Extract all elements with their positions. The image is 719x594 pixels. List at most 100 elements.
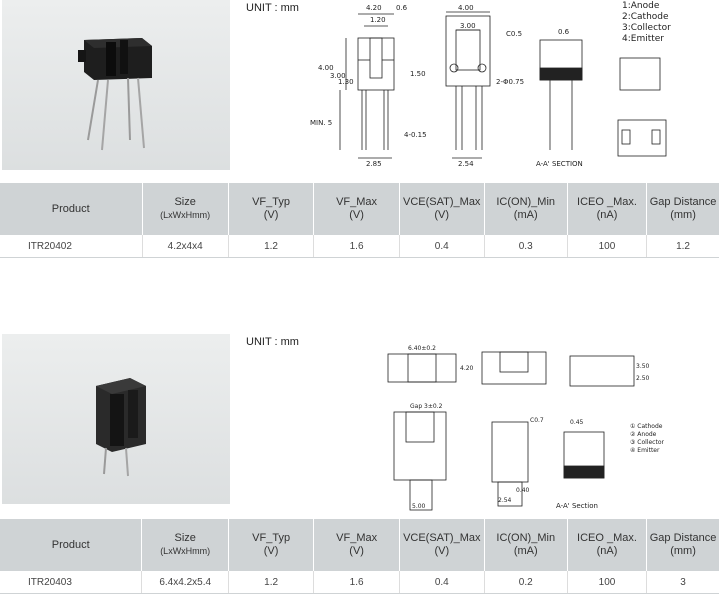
vf-max-unit: (V) <box>349 545 364 557</box>
dimension-drawing: 6.40±0.2 4.20 Gap 3±0.2 C0.7 0.45 5.00 2… <box>387 345 664 511</box>
dim-label: Gap 3±0.2 <box>410 403 443 410</box>
pin-label: ① Cathode <box>630 423 663 430</box>
dim-label: 2.50 <box>636 375 650 382</box>
pin-label: 4:Emitter <box>622 34 664 44</box>
pin-label: ④ Emitter <box>630 447 660 454</box>
cell-ic-min: 0.3 <box>484 235 568 258</box>
col-vf-max: VF_Max(V) <box>313 519 400 571</box>
cell-vf-typ: 1.2 <box>228 235 315 258</box>
dim-label: 2.85 <box>366 160 382 168</box>
ic-min-label: IC(ON)_Min <box>496 196 556 208</box>
vf-typ-unit: (V) <box>263 209 279 221</box>
cell-gap: 1.2 <box>646 235 719 258</box>
product-section-itr20403: UNIT : mm 6.40±0.2 4.20 Gap 3±0.2 C0.7 0… <box>0 334 719 594</box>
vf-max-unit: (V) <box>349 209 364 221</box>
section-label: A-A' SECTION <box>536 160 583 168</box>
dim-label: 5.00 <box>412 503 426 510</box>
vce-max-unit: (V) <box>434 209 450 221</box>
unit-label: UNIT : mm <box>246 336 299 348</box>
dim-label: 4.20 <box>460 365 474 372</box>
ic-min-label: IC(ON)_Min <box>496 532 556 544</box>
gap-unit: (mm) <box>670 209 696 221</box>
dim-label: 3.00 <box>330 72 346 80</box>
cell-vce-max: 0.4 <box>399 235 485 258</box>
vf-max-label: VF_Max <box>336 532 378 544</box>
col-vce-max: VCE(SAT)_Max(V) <box>399 183 485 235</box>
col-ic-min: IC(ON)_Min(mA) <box>484 183 568 235</box>
dim-label: 3.50 <box>636 363 650 370</box>
dim-label: MIN. 5 <box>310 119 332 127</box>
pin-label: 3:Collector <box>622 23 671 33</box>
iceo-max-label: ICEO _Max. <box>577 532 637 544</box>
ic-min-unit: (mA) <box>513 545 538 557</box>
gap-unit: (mm) <box>670 545 696 557</box>
dim-label: 2.54 <box>498 497 512 504</box>
cell-vf-max: 1.6 <box>313 235 400 258</box>
cell-ic-min: 0.2 <box>484 571 568 594</box>
dim-label: 0.45 <box>570 419 584 426</box>
col-vf-typ: VF_Typ(V) <box>228 519 315 571</box>
col-vf-max: VF_Max(V) <box>313 183 400 235</box>
table-row: ITR20402 4.2x4x4 1.2 1.6 0.4 0.3 100 1.2 <box>0 235 719 258</box>
dim-label: 4-0.15 <box>404 131 427 139</box>
dim-label: 1.20 <box>370 16 386 24</box>
dim-label: 2-Φ0.75 <box>496 78 524 86</box>
dim-label: 4.00 <box>458 4 474 12</box>
pin-label: ② Anode <box>630 431 657 438</box>
iceo-max-label: ICEO _Max. <box>577 196 637 208</box>
vf-typ-label: VF_Typ <box>252 196 290 208</box>
cell-iceo-max: 100 <box>567 235 648 258</box>
pin-label: ③ Collector <box>630 439 664 446</box>
col-product: Product <box>0 519 143 571</box>
pin-label: 2:Cathode <box>622 12 669 22</box>
col-vf-typ: VF_Typ(V) <box>228 183 315 235</box>
col-gap: Gap Distance(mm) <box>646 183 719 235</box>
dimension-drawing: 4.20 1.20 0.6 4.00 3.00 C0.5 0.6 4.00 3.… <box>310 1 671 168</box>
col-ic-min: IC(ON)_Min(mA) <box>484 519 568 571</box>
dim-label: 4.20 <box>366 4 382 12</box>
iceo-max-unit: (nA) <box>596 545 618 557</box>
cell-product: ITR20402 <box>0 235 143 258</box>
cell-vf-max: 1.6 <box>313 571 400 594</box>
pin-label: 1:Anode <box>622 1 660 11</box>
table-row: ITR20403 6.4x4.2x5.4 1.2 1.6 0.4 0.2 100… <box>0 571 719 594</box>
col-vce-max: VCE(SAT)_Max(V) <box>399 519 485 571</box>
cell-gap: 3 <box>646 571 719 594</box>
vf-typ-unit: (V) <box>263 545 279 557</box>
vf-max-label: VF_Max <box>336 196 378 208</box>
dim-label: 4.00 <box>318 64 334 72</box>
vce-max-label: VCE(SAT)_Max <box>403 196 481 208</box>
cell-size: 6.4x4.2x5.4 <box>141 571 229 594</box>
gap-label: Gap Distance <box>649 532 717 544</box>
table-header-row: Product Size(LxWxHmm) VF_Typ(V) VF_Max(V… <box>0 183 719 235</box>
cell-vf-typ: 1.2 <box>228 571 315 594</box>
col-gap: Gap Distance(mm) <box>646 519 719 571</box>
size-label: Size <box>174 532 196 544</box>
vce-max-unit: (V) <box>434 545 450 557</box>
spec-table: Product Size(LxWxHmm) VF_Typ(V) VF_Max(V… <box>0 519 719 594</box>
size-label: Size <box>174 196 196 208</box>
dim-label: 3.00 <box>460 22 476 30</box>
vce-max-label: VCE(SAT)_Max <box>403 532 481 544</box>
iceo-max-unit: (nA) <box>596 209 618 221</box>
dim-label: 0.6 <box>396 4 408 12</box>
size-unit: (LxWxHmm) <box>160 210 211 220</box>
size-unit: (LxWxHmm) <box>160 546 211 556</box>
col-product: Product <box>0 183 143 235</box>
dim-label: 0.6 <box>558 28 570 36</box>
dim-label: 0.40 <box>516 487 530 494</box>
spec-table: Product Size(LxWxHmm) VF_Typ(V) VF_Max(V… <box>0 183 719 258</box>
col-size: Size (LxWxHmm) <box>142 183 229 235</box>
section-label: A-A' Section <box>556 502 598 510</box>
product-photo <box>2 334 230 504</box>
unit-label: UNIT : mm <box>246 2 299 14</box>
ic-min-unit: (mA) <box>513 209 538 221</box>
sensor-photo-icon <box>78 38 152 151</box>
dim-label: 1.30 <box>338 78 354 86</box>
cell-size: 4.2x4x4 <box>142 235 229 258</box>
cell-iceo-max: 100 <box>567 571 648 594</box>
gap-label: Gap Distance <box>649 196 717 208</box>
cell-product: ITR20403 <box>0 571 143 594</box>
product-section-itr20402: UNIT : mm <box>0 0 719 260</box>
dim-label: C0.5 <box>506 30 522 38</box>
